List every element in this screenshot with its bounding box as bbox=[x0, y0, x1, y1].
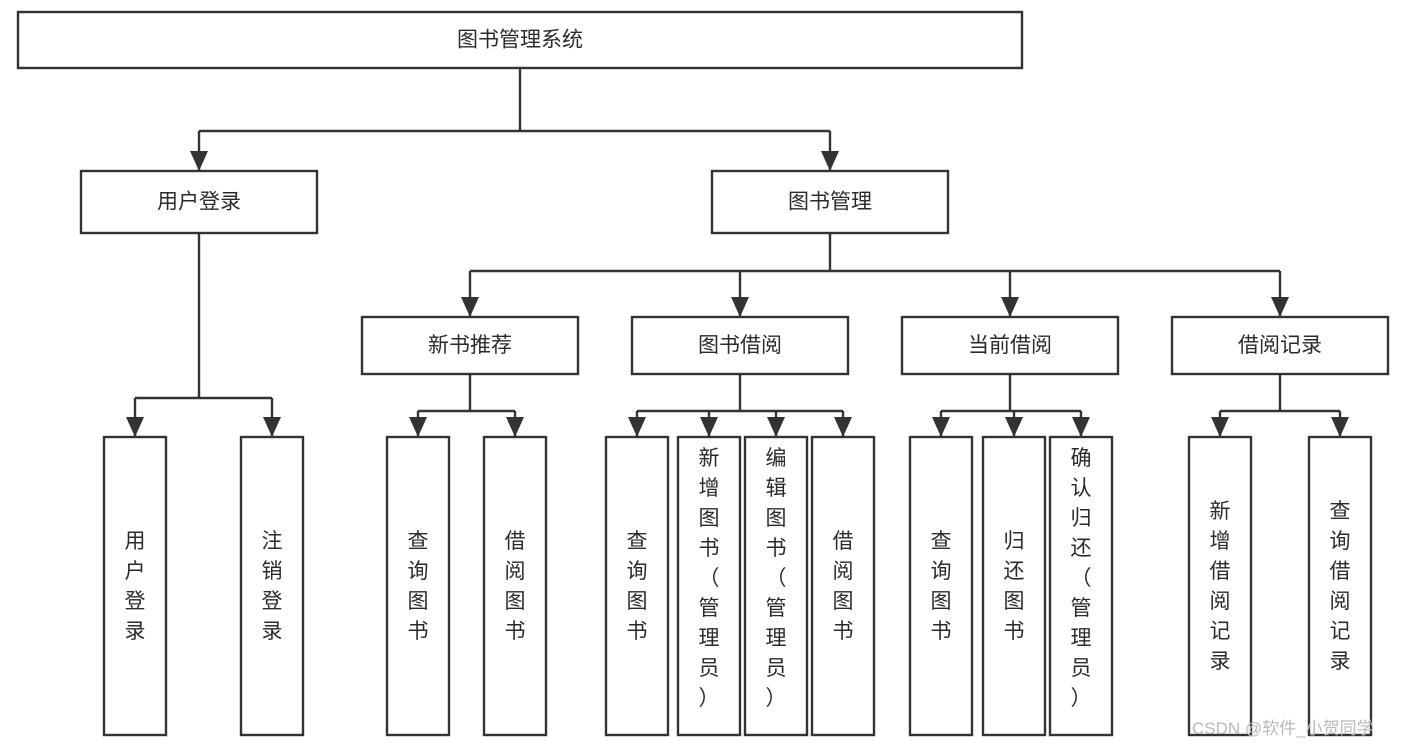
node-leaf-add-borrow-record[interactable]: 新增借阅记录 bbox=[1187, 435, 1253, 737]
node-leaf-borrow-book-2[interactable]: 借阅图书 bbox=[810, 435, 876, 737]
node-label: 借阅图书 bbox=[505, 530, 526, 643]
node-leaf-query-borrow-record[interactable]: 查询借阅记录 bbox=[1307, 435, 1373, 737]
node-label: 确认归还（管理员） bbox=[1071, 447, 1092, 710]
arrow-head-icon bbox=[1072, 417, 1090, 437]
node-book-borrow[interactable]: 图书借阅 bbox=[630, 315, 850, 376]
node-label: 借阅记录 bbox=[1238, 334, 1322, 357]
node-leaf-return-book[interactable]: 归还图书 bbox=[981, 435, 1047, 737]
arrow-head-icon bbox=[506, 417, 524, 437]
node-box[interactable] bbox=[1048, 435, 1114, 737]
node-user-login[interactable]: 用户登录 bbox=[79, 169, 319, 235]
node-leaf-add-book-admin[interactable]: 新增图书（管理员） bbox=[676, 435, 742, 737]
node-box[interactable] bbox=[604, 435, 670, 737]
node-box[interactable] bbox=[630, 315, 850, 376]
node-new-book-recommend[interactable]: 新书推荐 bbox=[360, 315, 580, 376]
node-box[interactable] bbox=[16, 10, 1024, 70]
arrow-head-icon bbox=[834, 417, 852, 437]
node-label: 查询借阅记录 bbox=[1330, 500, 1351, 673]
arrow-head-icon bbox=[731, 297, 749, 317]
node-label: 用户登录 bbox=[125, 530, 146, 643]
arrow-head-icon bbox=[190, 151, 208, 171]
node-box[interactable] bbox=[360, 315, 580, 376]
node-label: 查询图书 bbox=[627, 530, 648, 643]
node-box[interactable] bbox=[102, 435, 168, 737]
node-layer: 图书管理系统用户登录图书管理新书推荐图书借阅当前借阅借阅记录用户登录注销登录查询… bbox=[16, 10, 1390, 737]
node-box[interactable] bbox=[810, 435, 876, 737]
node-label: 当前借阅 bbox=[968, 334, 1052, 357]
node-leaf-edit-book-admin[interactable]: 编辑图书（管理员） bbox=[743, 435, 809, 737]
arrow-head-icon bbox=[461, 297, 479, 317]
connector-layer bbox=[126, 68, 1349, 437]
node-leaf-query-book-1[interactable]: 查询图书 bbox=[385, 435, 451, 737]
arrow-head-icon bbox=[263, 417, 281, 437]
arrow-head-icon bbox=[126, 417, 144, 437]
node-borrow-records[interactable]: 借阅记录 bbox=[1170, 315, 1390, 376]
arrow-head-icon bbox=[700, 417, 718, 437]
node-root[interactable]: 图书管理系统 bbox=[16, 10, 1024, 70]
arrow-head-icon bbox=[1331, 417, 1349, 437]
node-box[interactable] bbox=[981, 435, 1047, 737]
arrow-head-icon bbox=[1001, 297, 1019, 317]
node-label: 查询图书 bbox=[931, 530, 952, 643]
node-current-borrow[interactable]: 当前借阅 bbox=[900, 315, 1120, 376]
node-leaf-user-login[interactable]: 用户登录 bbox=[102, 435, 168, 737]
node-box[interactable] bbox=[908, 435, 974, 737]
node-label: 图书借阅 bbox=[698, 334, 782, 357]
node-leaf-logout[interactable]: 注销登录 bbox=[239, 435, 305, 737]
node-box[interactable] bbox=[710, 169, 950, 235]
node-box[interactable] bbox=[79, 169, 319, 235]
node-label: 图书管理系统 bbox=[457, 29, 583, 52]
node-label: 新增借阅记录 bbox=[1210, 500, 1231, 673]
node-label: 借阅图书 bbox=[833, 530, 854, 643]
node-label: 归还图书 bbox=[1004, 530, 1025, 643]
arrow-head-icon bbox=[932, 417, 950, 437]
node-box[interactable] bbox=[743, 435, 809, 737]
node-box[interactable] bbox=[239, 435, 305, 737]
node-label: 新增图书（管理员） bbox=[699, 447, 720, 710]
node-leaf-confirm-return-admin[interactable]: 确认归还（管理员） bbox=[1048, 435, 1114, 737]
node-box[interactable] bbox=[1187, 435, 1253, 737]
node-leaf-query-book-3[interactable]: 查询图书 bbox=[908, 435, 974, 737]
arrow-head-icon bbox=[1271, 297, 1289, 317]
node-label: 新书推荐 bbox=[428, 334, 512, 357]
node-box[interactable] bbox=[676, 435, 742, 737]
node-label: 编辑图书（管理员） bbox=[766, 447, 787, 710]
node-label: 用户登录 bbox=[157, 191, 241, 214]
node-label: 注销登录 bbox=[262, 530, 283, 643]
node-label: 查询图书 bbox=[408, 530, 429, 643]
node-box[interactable] bbox=[1170, 315, 1390, 376]
node-box[interactable] bbox=[900, 315, 1120, 376]
arrow-head-icon bbox=[1005, 417, 1023, 437]
node-leaf-query-book-2[interactable]: 查询图书 bbox=[604, 435, 670, 737]
arrow-head-icon bbox=[821, 151, 839, 171]
node-leaf-borrow-book-1[interactable]: 借阅图书 bbox=[482, 435, 548, 737]
arrow-head-icon bbox=[1211, 417, 1229, 437]
arrow-head-icon bbox=[767, 417, 785, 437]
node-label: 图书管理 bbox=[788, 191, 872, 214]
node-book-management[interactable]: 图书管理 bbox=[710, 169, 950, 235]
node-box[interactable] bbox=[482, 435, 548, 737]
arrow-head-icon bbox=[628, 417, 646, 437]
arrow-head-icon bbox=[409, 417, 427, 437]
node-box[interactable] bbox=[1307, 435, 1373, 737]
node-box[interactable] bbox=[385, 435, 451, 737]
